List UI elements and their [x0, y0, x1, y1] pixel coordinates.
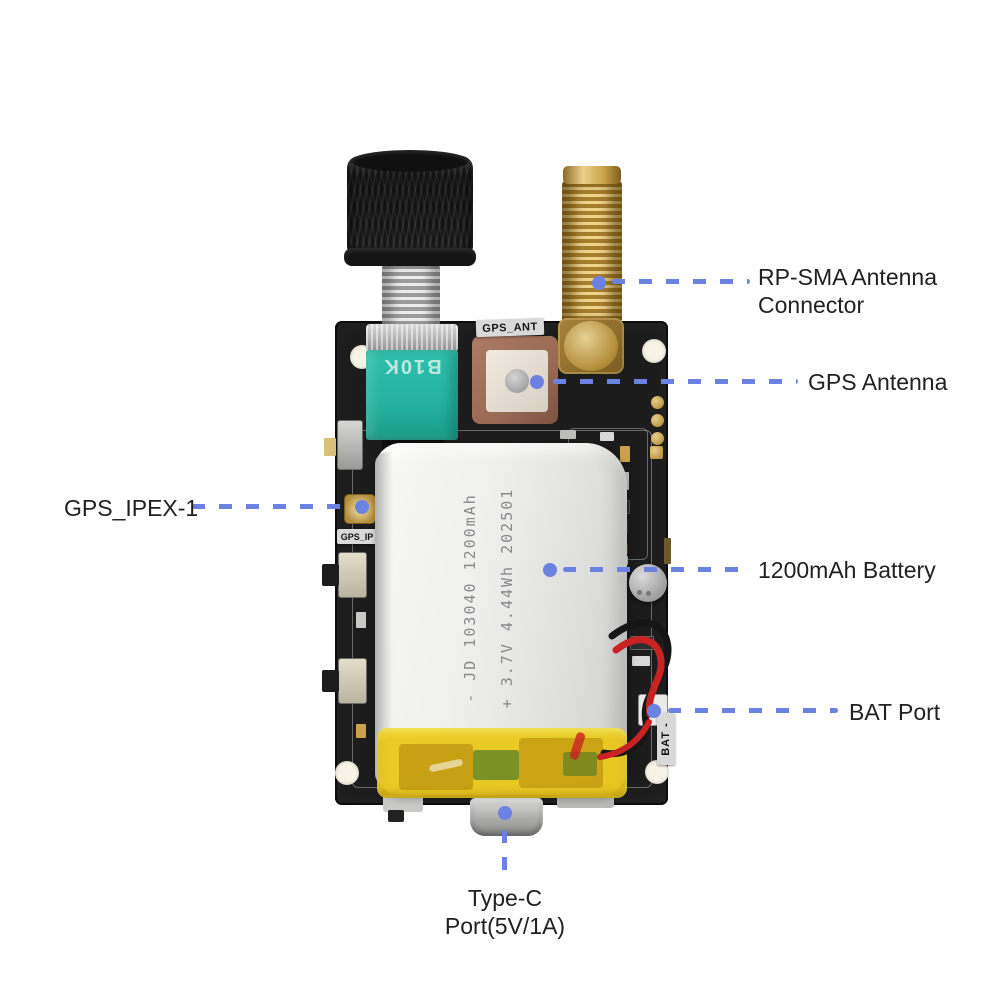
bat-sticker-text: BAT - — [660, 722, 672, 756]
mounting-hole — [642, 339, 666, 363]
callout-label-type-c: Type-C Port(5V/1A) — [444, 885, 566, 939]
callout-dash-type-c — [502, 830, 507, 880]
kapton-tape — [377, 728, 627, 798]
bottom-switch-knob — [388, 810, 404, 822]
battery-print-line2: + 3.7V 4.44Wh 202501 — [498, 487, 516, 709]
smd-component — [620, 446, 630, 462]
callout-dash-battery — [563, 567, 741, 572]
callout-dot-rp-sma — [592, 276, 606, 290]
rp-sma-base-nut — [564, 321, 618, 371]
side-switch-tab — [324, 438, 336, 456]
callout-dot-type-c — [498, 806, 512, 820]
callout-label-battery: 1200mAh Battery — [758, 557, 936, 583]
potentiometer-body — [366, 350, 458, 440]
gps-ipex-sticker: GPS_IP — [337, 529, 377, 544]
battery-print-line1: - JD 103040 1200mAh — [461, 493, 479, 703]
potentiometer-marking: B10K — [382, 355, 442, 377]
side-switch — [338, 658, 367, 704]
callout-dash-bat-port — [668, 708, 838, 713]
coin-terminal — [637, 590, 642, 595]
gold-pad — [650, 446, 663, 459]
battery-fold-edge — [375, 452, 393, 786]
callout-dash-gps-ipex — [192, 504, 354, 509]
smd-component — [356, 612, 366, 628]
potentiometer-shaft — [382, 262, 440, 332]
callout-label-gps-ipex: GPS_IPEX-1 — [64, 495, 199, 521]
smd-component — [600, 432, 614, 441]
mounting-hole — [335, 761, 359, 785]
gold-pad — [651, 432, 664, 445]
edge-tab — [664, 538, 671, 564]
gps-ant-sticker: GPS_ANT — [475, 317, 545, 338]
potentiometer-collar — [366, 324, 458, 352]
gps-antenna-solder — [505, 369, 529, 393]
potentiometer-knob-top — [351, 150, 469, 172]
gold-pad — [651, 414, 664, 427]
side-switch — [337, 420, 363, 470]
bottom-switch — [383, 795, 423, 812]
smd-component — [632, 656, 650, 666]
smd-component — [630, 636, 654, 650]
smd-component — [560, 430, 576, 439]
callout-dot-battery — [543, 563, 557, 577]
smd-component — [356, 724, 366, 738]
rp-sma-thread — [562, 180, 622, 324]
side-switch-knob — [322, 564, 339, 586]
callout-label-gps-antenna: GPS Antenna — [808, 369, 948, 395]
callout-dot-gps-antenna — [530, 375, 544, 389]
tape-detail — [563, 752, 597, 776]
callout-label-bat-port: BAT Port — [849, 699, 941, 725]
potentiometer-knob — [347, 156, 473, 258]
gold-pad — [651, 396, 664, 409]
callout-label-rp-sma: RP-SMA Antenna Connector — [758, 264, 937, 318]
side-switch — [338, 552, 367, 598]
callout-dash-rp-sma — [612, 279, 750, 284]
potentiometer-knob-flange — [344, 248, 476, 266]
callout-dot-gps-ipex — [355, 500, 369, 514]
callout-dot-bat-port — [647, 704, 661, 718]
callout-dash-gps-antenna — [553, 379, 798, 384]
tape-detail — [473, 750, 519, 780]
coin-terminal — [646, 591, 651, 596]
side-switch-knob — [322, 670, 339, 692]
rp-sma-cap — [563, 166, 621, 184]
bat-sticker: BAT - — [657, 713, 675, 765]
battery-print: - JD 103040 1200mAh + 3.7V 4.44Wh 202501 — [452, 466, 526, 730]
